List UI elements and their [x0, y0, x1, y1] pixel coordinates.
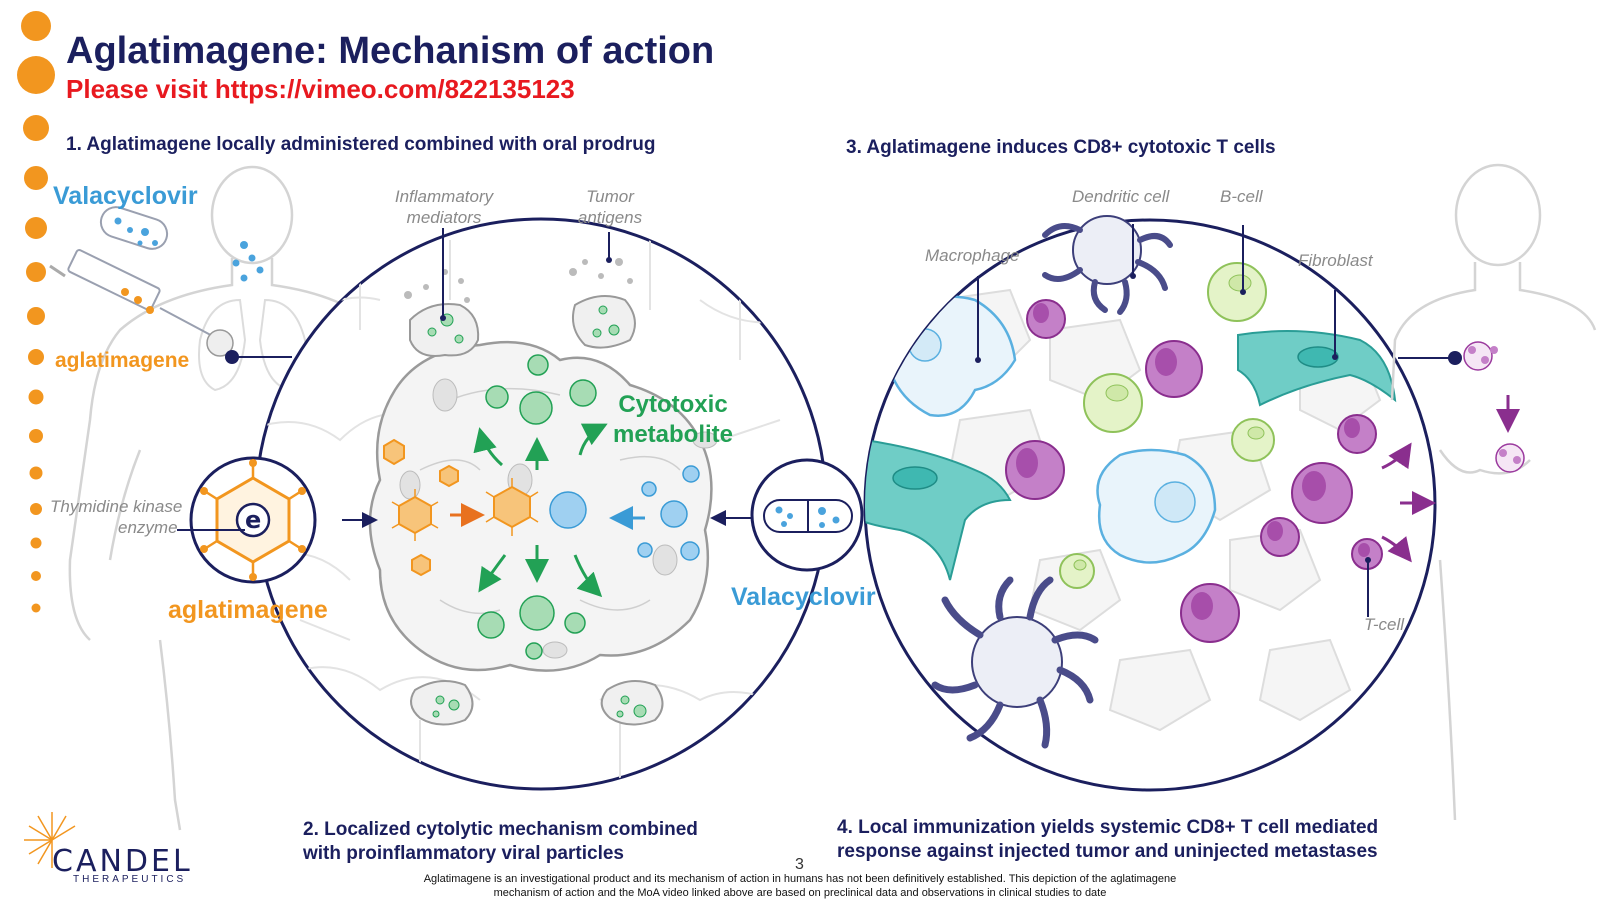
pill-icon [99, 206, 169, 250]
orange-dot-icon [17, 11, 55, 613]
step-1-heading: 1. Aglatimagene locally administered com… [66, 134, 656, 155]
tumor-antigens-label: Tumor antigens [570, 186, 650, 228]
enzyme-glyph: e [245, 506, 262, 534]
inflammatory-line-2: mediators [406, 208, 482, 227]
aglatimagene-label-left: aglatimagene [55, 349, 190, 372]
footnote-line-1: Aglatimagene is an investigational produ… [423, 873, 1177, 885]
tumor-line-2: antigens [577, 208, 643, 227]
body-outline-icon [68, 165, 381, 831]
aglatimagene-label-bottom: aglatimagene [168, 596, 328, 624]
step-3-heading: 3. Aglatimagene induces CD8+ cytotoxic T… [846, 137, 1276, 158]
thymidine-kinase-circle [189, 456, 317, 584]
b-cell-icon [1059, 262, 1275, 589]
inflammatory-line-1: Inflammatory [394, 187, 494, 206]
thymidine-line-1: Thymidine kinase [50, 497, 183, 516]
fibroblast-icon [1237, 330, 1397, 407]
b-cell-label: B-cell [1220, 187, 1263, 206]
tumor-microenvironment-left [254, 217, 828, 791]
valacyclovir-label-right: Valacyclovir [731, 583, 876, 611]
footnote-line-2: mechanism of action and the MoA video li… [493, 887, 1107, 899]
fibroblast-label: Fibroblast [1298, 251, 1373, 270]
body-outline-icon [1390, 163, 1597, 821]
tumor-cell-icon [1495, 443, 1525, 473]
step-4-line-2: response against injected tumor and unin… [837, 841, 1378, 862]
cytotoxic-line-2: metabolite [612, 421, 734, 448]
step-2-line-2: with proinflammatory viral particles [303, 843, 624, 864]
tumor-cell-icon [206, 329, 234, 357]
pill-circle [750, 458, 864, 572]
thymidine-kinase-label: Thymidine kinase enzyme [50, 496, 182, 538]
step-4-line-1: 4. Local immunization yields systemic CD… [837, 817, 1379, 838]
macrophage-label: Macrophage [925, 246, 1020, 265]
syringe-icon [49, 249, 221, 341]
step-4-heading: 4. Local immunization yields systemic CD… [837, 816, 1378, 864]
dendritic-cell-icon [931, 576, 1099, 749]
immune-microenvironment-right [863, 215, 1437, 792]
step-2-heading: 2. Localized cytolytic mechanism combine… [303, 818, 698, 866]
page-title: Aglatimagene: Mechanism of action [66, 30, 715, 72]
dendritic-cell-label: Dendritic cell [1072, 187, 1170, 206]
footnote: Aglatimagene is an investigational produ… [350, 872, 1250, 900]
company-tagline: THERAPEUTICS [73, 874, 187, 885]
logo-sun-icon [24, 812, 76, 868]
dendritic-cell-icon [1042, 215, 1173, 315]
page-number: 3 [795, 856, 804, 873]
thymidine-line-2: enzyme [118, 518, 178, 537]
t-cell-label: T-cell [1364, 615, 1404, 634]
cytotoxic-metabolite-label: Cytotoxic metabolite [603, 390, 743, 450]
step-2-line-1: 2. Localized cytolytic mechanism combine… [303, 819, 698, 840]
company-logo: CANDEL [52, 844, 193, 879]
valacyclovir-label-left: Valacyclovir [53, 182, 198, 210]
video-link[interactable]: Please visit https://vimeo.com/822135123 [66, 74, 575, 104]
cytotoxic-line-1: Cytotoxic [618, 391, 728, 418]
tumor-cell-icon [1463, 341, 1498, 371]
tumor-line-1: Tumor [586, 187, 634, 206]
inflammatory-mediators-label: Inflammatory mediators [388, 186, 500, 228]
